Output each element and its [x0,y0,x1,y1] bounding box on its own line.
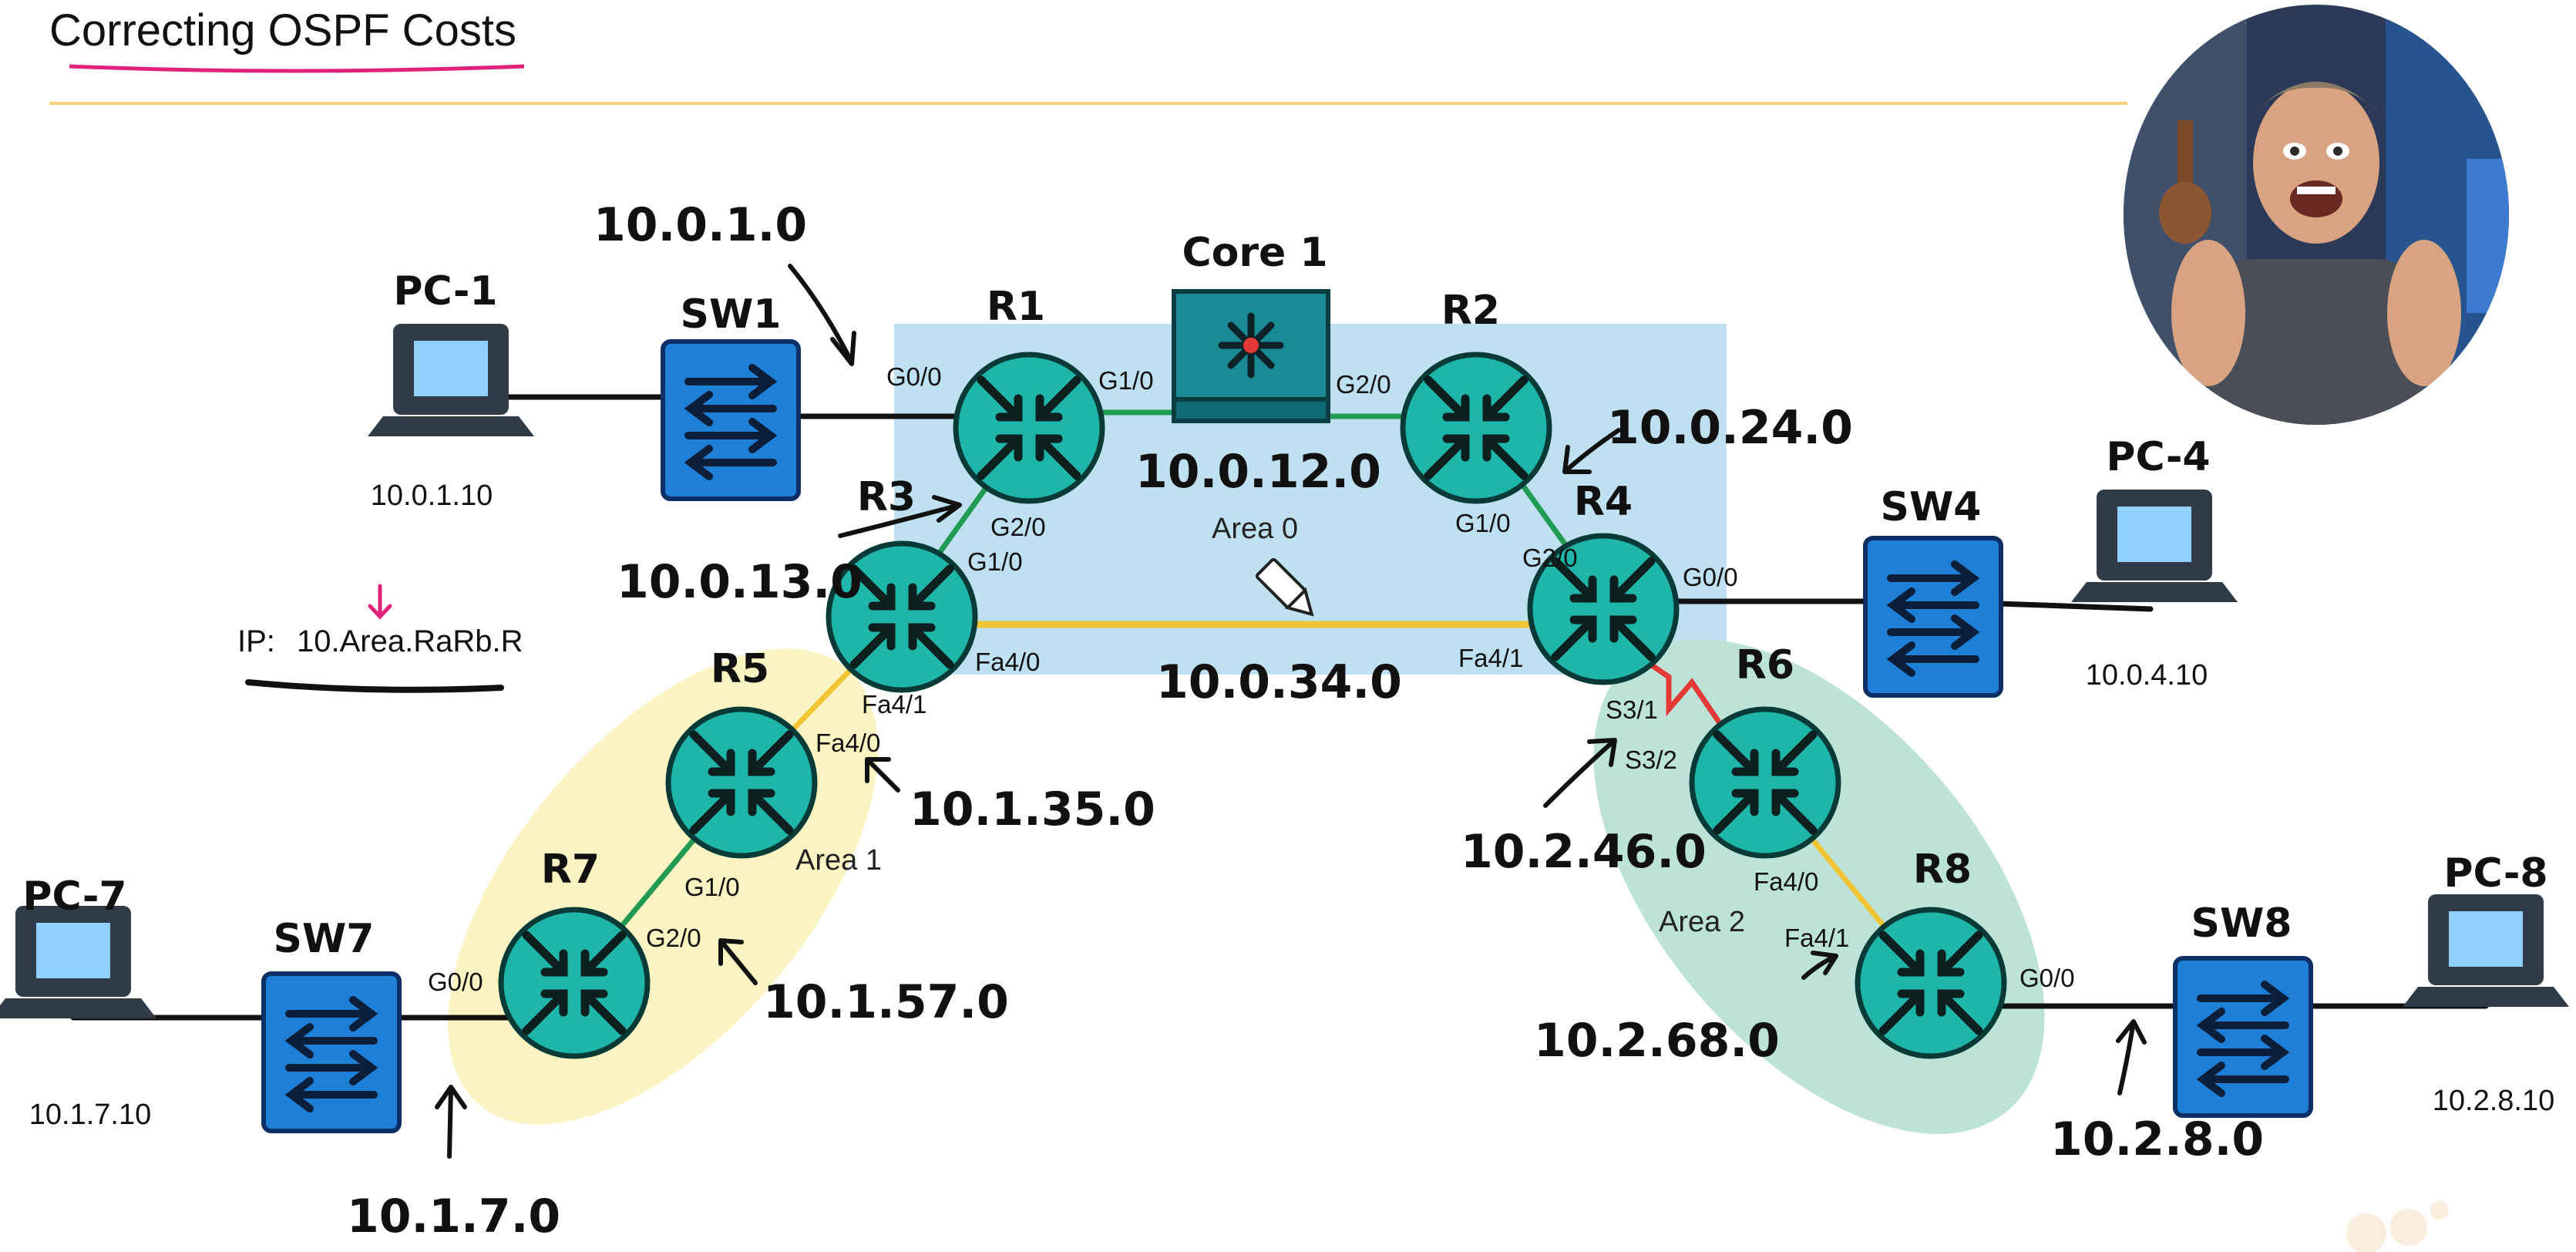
core1-label: Core 1 [1182,230,1327,276]
annotation-arrow-10-1-57-0 [718,938,758,985]
r7-icon[interactable] [501,910,647,1056]
annotation-arrow-10-1-35-0 [865,757,900,793]
r7-g0-0-label: G0/0 [428,968,483,996]
pc7-label: PC-7 [22,873,126,920]
sw7-icon[interactable] [264,974,399,1131]
r2-icon[interactable] [1403,355,1549,501]
ip-scheme-pointer-arrow [368,584,392,620]
r8-g0-0-label: G0/0 [2019,964,2075,992]
r6-icon[interactable] [1692,709,1838,856]
annotation-arrow-10-2-46-0 [1543,738,1617,808]
r1-g1-0-label: G1/0 [1098,366,1154,395]
r5-label: R5 [711,646,769,692]
network-10-2-8-0: 10.2.8.0 [2050,1112,2264,1166]
r6-s3-2-label: S3/2 [1625,745,1677,774]
network-10-1-7-0: 10.1.7.0 [347,1190,560,1244]
pc4-label: PC-4 [2106,434,2210,480]
pc8-label: PC-8 [2443,850,2547,897]
ip-scheme-format: 10.Area.RaRb.R [297,624,523,658]
network-10-0-34-0: 10.0.34.0 [1156,655,1402,709]
r1-g2-0-label: G2/0 [990,513,1046,541]
sw1-icon[interactable] [663,342,799,499]
ip-scheme-underline [245,679,504,693]
sw4-label: SW4 [1881,484,1982,530]
area-0-label: Area 0 [1212,513,1298,545]
core-g2-0-label: G2/0 [1336,370,1391,399]
r3-fa4-0-label: Fa4/0 [975,648,1040,676]
r1-g0-0-label: G0/0 [886,362,942,391]
pc4-ip: 10.0.4.10 [2086,659,2208,692]
r7-g2-0-label: G2/0 [646,924,701,952]
r3-g1-0-label: G1/0 [967,547,1023,576]
pc4-icon[interactable] [2071,490,2238,602]
r6-label: R6 [1736,642,1794,688]
network-10-0-24-0: 10.0.24.0 [1607,401,1853,455]
annotation-arrow-10-1-7-0 [435,1085,467,1159]
sw4-icon[interactable] [1865,538,2001,695]
annotation-arrow-10-0-13-0 [838,495,962,538]
ip-scheme-label: IP: [237,624,275,658]
network-10-0-1-0: 10.0.1.0 [594,198,807,252]
r2-g1-0-label: G1/0 [1455,509,1511,537]
area-1-label: Area 1 [795,844,882,877]
r1-label: R1 [987,284,1045,330]
r5-icon[interactable] [668,709,815,856]
r5-g1-0-label: G1/0 [684,873,740,901]
network-10-1-57-0: 10.1.57.0 [763,975,1009,1029]
r8-fa4-1-label: Fa4/1 [1784,924,1849,952]
r8-label: R8 [1913,846,1972,893]
pc8-icon[interactable] [2403,894,2569,1007]
title-underline [69,64,525,73]
network-10-0-13-0: 10.0.13.0 [617,555,863,609]
pc1-icon[interactable] [368,324,534,436]
pc1-ip: 10.0.1.10 [371,480,493,512]
page-title: Correcting OSPF Costs [49,5,516,56]
r7-label: R7 [541,846,600,893]
r4-g2-0-label: G2/0 [1522,544,1578,572]
annotation-arrow-10-2-68-0 [1801,951,1838,980]
r4-g0-0-label: G0/0 [1683,563,1738,591]
annotation-pen-cursor-icon [1255,557,1314,617]
pc8-ip: 10.2.8.10 [2433,1085,2554,1117]
pc7-ip: 10.1.7.10 [29,1099,151,1131]
r8-icon[interactable] [1858,910,2004,1056]
annotation-arrow-10-0-1-0 [788,264,856,366]
r3-fa4-1-label: Fa4/1 [862,690,926,719]
r4-label: R4 [1574,479,1633,525]
r4-fa4-1-label: Fa4/1 [1458,644,1523,672]
r5-fa4-0-label: Fa4/0 [816,729,880,757]
sw1-label: SW1 [681,291,782,338]
r3-label: R3 [857,474,916,520]
area-2-label: Area 2 [1659,906,1745,938]
sw8-label: SW8 [2191,900,2292,947]
sw8-icon[interactable] [2175,958,2311,1116]
r4-s3-1-label: S3/1 [1606,695,1658,724]
network-10-2-68-0: 10.2.68.0 [1534,1014,1780,1068]
r2-label: R2 [1441,288,1500,334]
watermark-logo [2346,1201,2449,1252]
sw7-label: SW7 [274,916,375,962]
annotation-arrow-10-0-24-0 [1562,428,1621,474]
network-10-2-46-0: 10.2.46.0 [1461,825,1707,879]
pc1-label: PC-1 [393,268,497,315]
core1-icon[interactable] [1172,289,1330,423]
network-10-1-35-0: 10.1.35.0 [910,782,1155,836]
network-10-0-12-0: 10.0.12.0 [1135,445,1381,499]
r1-icon[interactable] [956,355,1102,501]
pc7-icon[interactable] [0,906,156,1018]
presenter-webcam [2124,5,2509,425]
annotation-arrow-10-2-8-0 [2116,1019,2147,1096]
r6-fa4-0-label: Fa4/0 [1754,867,1818,896]
